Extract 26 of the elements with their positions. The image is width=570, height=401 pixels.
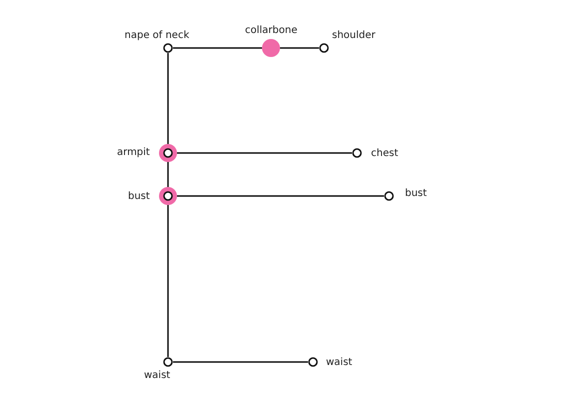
point-marker	[351, 147, 363, 159]
connector-line	[173, 47, 262, 49]
highlighted-point-marker	[158, 143, 178, 163]
point-marker	[383, 190, 395, 202]
connector-line	[280, 47, 319, 49]
connector-line	[167, 53, 169, 144]
connector-line	[177, 195, 384, 197]
connector-line	[173, 361, 308, 363]
point-label: armpit	[117, 147, 150, 159]
point-marker	[307, 356, 319, 368]
point-label: bust	[128, 191, 150, 203]
highlighted-point-marker	[158, 186, 178, 206]
point-marker	[162, 356, 174, 368]
point-label: chest	[371, 148, 398, 160]
connector-line	[167, 162, 169, 187]
connector-line	[167, 205, 169, 357]
point-marker	[162, 42, 174, 54]
point-label: collarbone	[245, 25, 298, 37]
point-label: waist	[326, 357, 352, 369]
point-marker	[318, 42, 330, 54]
point-label: waist	[144, 370, 170, 382]
point-label: shoulder	[332, 30, 376, 42]
point-label: nape of neck	[124, 30, 190, 42]
highlighted-point	[261, 38, 281, 58]
point-label: bust	[405, 188, 427, 200]
connector-line	[177, 152, 352, 154]
